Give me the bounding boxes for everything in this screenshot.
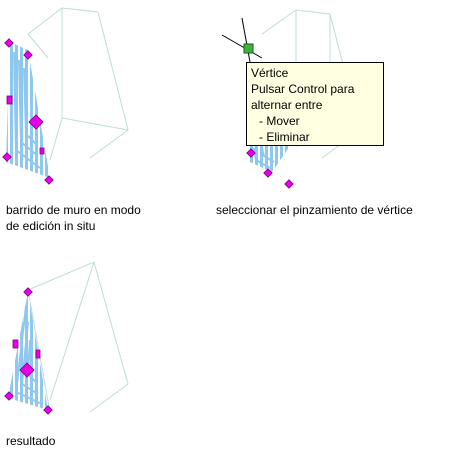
tooltip-title: Vértice xyxy=(251,66,289,80)
grip[interactable] xyxy=(4,38,14,48)
grips-1 xyxy=(2,38,54,185)
grip[interactable] xyxy=(23,287,33,297)
grip[interactable] xyxy=(284,179,294,189)
caption-step-1: barrido de muro en modo de edición in si… xyxy=(6,202,186,234)
crosshair-cursor-icon xyxy=(221,17,263,63)
tooltip-line: Pulsar Control para xyxy=(251,82,355,96)
grip[interactable] xyxy=(39,147,45,155)
tooltip-option-move: - Mover xyxy=(259,114,300,128)
wireframe-box-1 xyxy=(27,7,129,161)
vertex-tooltip: Vértice Pulsar Control para alternar ent… xyxy=(246,62,384,146)
caption-line: barrido de muro en modo xyxy=(6,203,141,217)
wall-sweep-profile-1 xyxy=(6,42,50,178)
grip[interactable] xyxy=(28,114,44,130)
grip[interactable] xyxy=(4,391,14,401)
tooltip-line: alternar entre xyxy=(251,98,323,112)
grip[interactable] xyxy=(12,339,19,349)
figure-2-select-vertex-grip xyxy=(221,9,361,189)
grip[interactable] xyxy=(263,168,273,178)
grip[interactable] xyxy=(44,175,54,185)
grip[interactable] xyxy=(23,50,33,60)
grip[interactable] xyxy=(246,148,256,158)
grip[interactable] xyxy=(19,362,35,378)
grips-3 xyxy=(4,287,53,415)
grip[interactable] xyxy=(2,152,12,162)
wall-sweep-profile-3 xyxy=(8,292,48,410)
selected-vertex-grip[interactable] xyxy=(243,43,254,54)
grip[interactable] xyxy=(43,405,53,415)
figure-1-wall-sweep-edit xyxy=(2,7,129,185)
caption-step-3: resultado xyxy=(6,434,56,448)
grip[interactable] xyxy=(35,349,41,359)
wall-sweep-profile-2 xyxy=(248,146,290,172)
tooltip-option-delete: - Eliminar xyxy=(259,130,310,144)
grip[interactable] xyxy=(6,95,13,105)
grips-2 xyxy=(246,148,294,189)
caption-line: de edición in situ xyxy=(6,219,96,233)
caption-step-2: seleccionar el pinzamiento de vértice xyxy=(216,203,413,217)
figure-3-result xyxy=(4,261,129,415)
